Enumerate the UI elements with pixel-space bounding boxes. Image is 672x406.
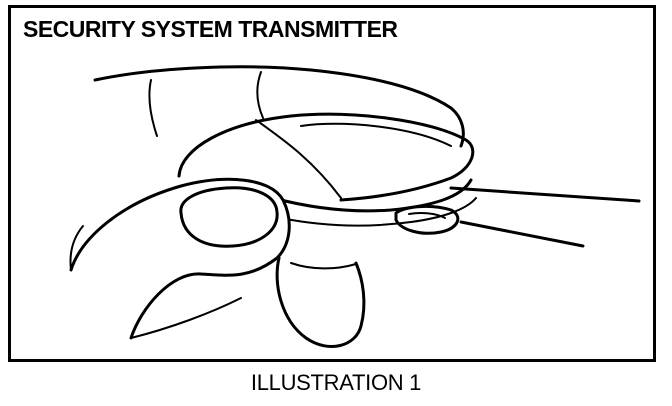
hand-back-outline: [93, 65, 465, 148]
wrist-line: [130, 297, 242, 339]
key-rod-lower: [459, 220, 585, 248]
transmitter-dome-line: [255, 119, 342, 199]
thumb-outline: [69, 177, 291, 340]
transmitter-top-shell: [177, 112, 475, 202]
finger-under-crease: [290, 262, 357, 270]
palm-line: [69, 225, 84, 271]
key-rod-upper: [449, 186, 641, 203]
transmitter-edge-highlight: [300, 122, 452, 147]
finger-crease-1: [148, 79, 158, 137]
finger-crease-2: [256, 71, 264, 119]
transmitter-button: [394, 204, 460, 235]
transmitter-lower-body: [271, 178, 473, 213]
finger-under-outline: [275, 256, 366, 348]
button-detail: [408, 212, 446, 219]
figure-title: SECURITY SYSTEM TRANSMITTER: [23, 16, 398, 42]
transmitter-seam: [280, 197, 477, 227]
transmitter-line-drawing: [69, 65, 641, 348]
illustration-frame: SECURITY SYSTEM TRANSMITTER: [8, 5, 656, 362]
figure-caption: ILLUSTRATION 1: [250, 370, 422, 395]
thumbnail: [179, 186, 279, 248]
